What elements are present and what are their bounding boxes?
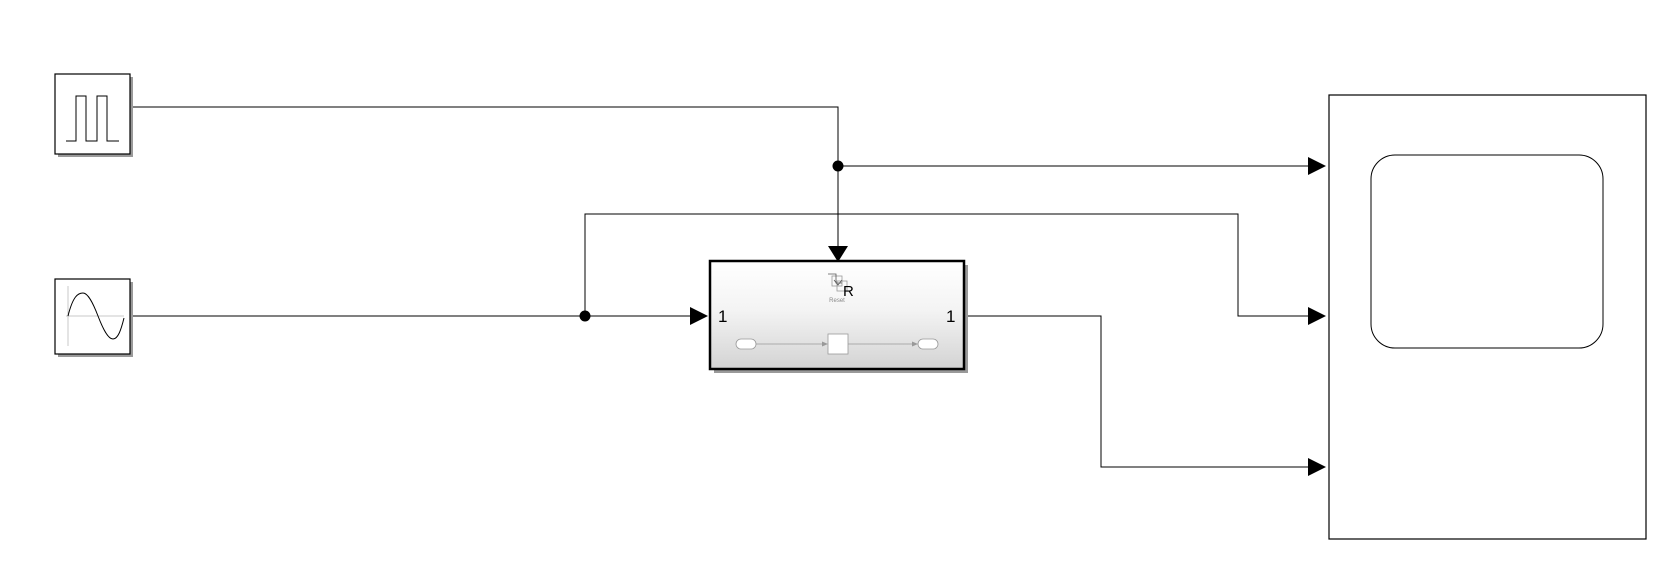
reset-caption: Reset (829, 298, 845, 304)
sine-wave-block[interactable] (54, 278, 133, 357)
signal-line-pulse[interactable] (126, 106, 839, 254)
subsystem-output-port-label: 1 (946, 307, 955, 326)
signal-lines (126, 106, 1310, 468)
scope-screen-icon (1370, 154, 1604, 349)
pulse-generator-block[interactable] (54, 73, 133, 157)
arrowhead-scope-in2 (1308, 307, 1326, 325)
arrowhead-subsystem-in (690, 307, 708, 325)
branch-point-sine (579, 310, 591, 322)
arrowhead-scope-in3 (1308, 458, 1326, 476)
arrowhead-reset (828, 246, 848, 262)
sine-wave-icon (67, 292, 125, 340)
reset-trigger-label: R (843, 283, 854, 300)
reset-trigger-icon (828, 273, 848, 292)
subsystem-input-port-label: 1 (718, 307, 727, 326)
branch-point-pulse (832, 160, 844, 172)
signal-line-sine-to-scope[interactable] (584, 213, 1310, 317)
arrowhead-scope-in1 (1308, 157, 1326, 175)
scope-block[interactable] (1328, 94, 1647, 540)
arrowheads (690, 157, 1326, 476)
resettable-subsystem-icon (735, 333, 939, 355)
block-body (54, 73, 131, 155)
signal-line-subsystem-out[interactable] (966, 315, 1310, 468)
pulse-wave-icon (66, 95, 119, 142)
resettable-subsystem-block[interactable]: R Reset 1 1 (708, 259, 968, 373)
